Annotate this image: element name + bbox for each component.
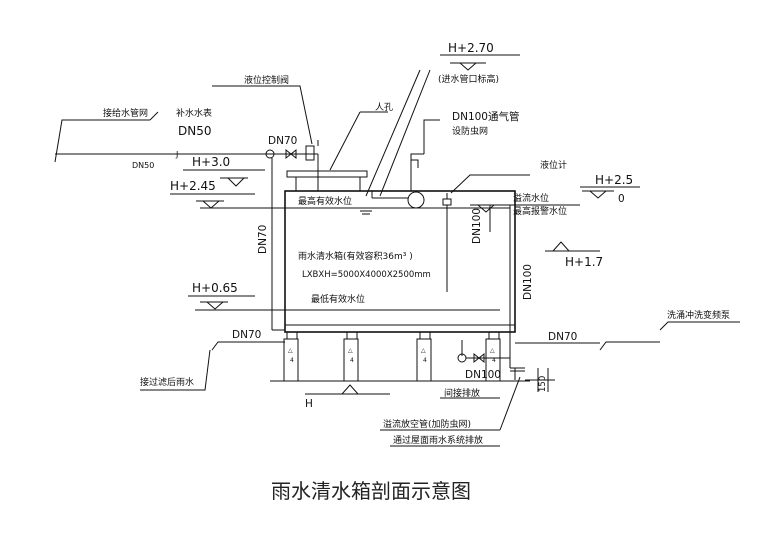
- tank-size: LXBXH=5000X4000X2500mm: [302, 270, 431, 280]
- makeup-meter-label: 补水水表: [176, 107, 212, 119]
- overflow-dn-inner: DN100: [471, 208, 483, 244]
- inlet-pipe: [140, 158, 285, 391]
- water-tank: [284, 190, 516, 333]
- svg-text:△: △: [348, 347, 353, 354]
- max-alarm-level-label: 最高报警水位: [513, 205, 567, 217]
- overflow-dn-outer: DN100: [522, 264, 534, 300]
- svg-text:4: 4: [423, 357, 427, 364]
- makeup-dn-label: DN50: [178, 124, 212, 138]
- left-bottom-dn: DN70: [232, 329, 261, 341]
- float-valve: [329, 69, 431, 209]
- outlet-dn-right: DN70: [548, 331, 577, 343]
- pier: △4: [416, 331, 432, 382]
- level-gauge: [442, 174, 530, 292]
- level-marks: [170, 54, 640, 395]
- svg-text:△: △: [421, 347, 426, 354]
- labels: H+2.70 (进水管口标高) 液位控制阀 人孔 DN100通气管 设防虫网 接…: [103, 41, 730, 503]
- pier: △4: [283, 331, 299, 382]
- overflow-pipe: [489, 205, 555, 392]
- gap-dim-label: 150: [538, 376, 548, 392]
- max-eff-level-label: 最高有效水位: [298, 195, 352, 207]
- svg-text:4: 4: [350, 357, 354, 364]
- vent-mesh-label: 设防虫网: [452, 125, 488, 137]
- svg-text:4: 4: [492, 357, 496, 364]
- roof-drain-label: 通过屋面雨水系统排放: [393, 434, 483, 446]
- municipal-main-label: 接给水管网: [103, 107, 148, 119]
- min-level-value: H+0.65: [192, 281, 238, 295]
- max-eff-value: H+2.45: [170, 179, 216, 193]
- overflow-level-zero: 0: [618, 193, 625, 205]
- manhole-label: 人孔: [375, 102, 393, 113]
- top-level-label: H+3.0: [192, 155, 230, 169]
- level-control-valve-label: 液位控制阀: [244, 74, 289, 86]
- svg-text:△: △: [288, 347, 293, 354]
- from-filter-label: 接过滤后雨水: [140, 376, 194, 388]
- svg-text:4: 4: [290, 357, 294, 364]
- inlet-dn-label: DN70: [268, 135, 297, 147]
- pier: △4: [343, 331, 359, 382]
- level-gauge-label: 液位计: [540, 159, 567, 171]
- overflow-level-label: 溢流水位: [513, 192, 549, 204]
- diagram-title: 雨水清水箱剖面示意图: [271, 479, 471, 503]
- overflow-level-value: H+2.5: [595, 173, 633, 187]
- svg-text:△: △: [490, 347, 495, 354]
- bottom-leaders: [380, 376, 521, 447]
- overflow-drain-label: 溢流放空管(加防虫网): [383, 418, 471, 430]
- support-piers: △4 △4 △4 △4: [270, 331, 530, 382]
- inlet-level-value: H+2.70: [448, 41, 494, 55]
- left-pipe-dn: DN70: [257, 225, 269, 254]
- manhole: [286, 170, 368, 192]
- min-eff-level-label: 最低有效水位: [311, 293, 365, 305]
- vent-pipe-label: DN100通气管: [452, 110, 519, 123]
- drain-dn: DN100: [465, 369, 501, 381]
- makeup-water-pipe: [54, 85, 319, 191]
- makeup-j-label: J: [175, 150, 178, 159]
- vent-pipe: [410, 119, 440, 191]
- flush-pump-label: 洗涌冲洗变频泵: [667, 309, 730, 321]
- makeup-pipe-dn-label: DN50: [132, 161, 154, 170]
- indirect-drain-label: 间接排放: [444, 387, 480, 399]
- tank-name: 雨水清水箱(有效容积36m³ ): [298, 250, 413, 262]
- inlet-level-note: (进水管口标高): [438, 73, 499, 85]
- pump-outlet: [457, 321, 740, 364]
- base-level-label: H: [305, 398, 313, 410]
- level-1-7-label: H+1.7: [565, 255, 603, 269]
